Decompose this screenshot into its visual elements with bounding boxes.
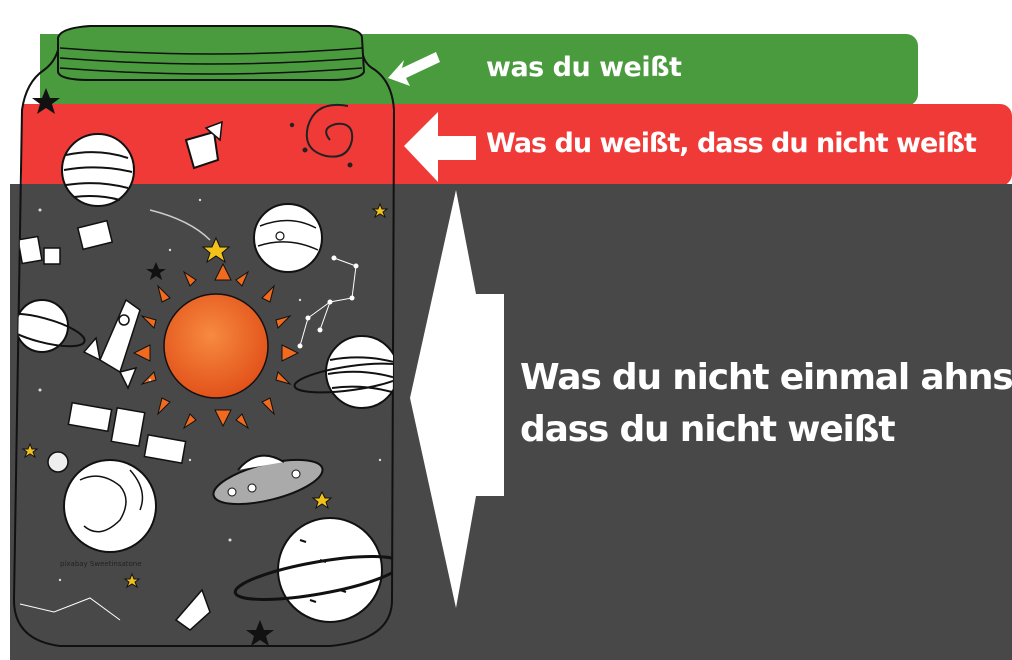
known-unknown-label: Was du weißt, dass du nicht weißt xyxy=(486,128,977,159)
jar-lid-icon xyxy=(57,25,366,81)
arrow-icon xyxy=(388,52,440,86)
star-icon xyxy=(32,88,274,646)
unknown-unknown-band xyxy=(10,184,1012,660)
planet-icon xyxy=(253,203,323,273)
rocket-launch-icon xyxy=(82,298,141,390)
small-rocket-icon xyxy=(174,588,211,631)
satellite-icon xyxy=(17,219,187,465)
galaxy-icon xyxy=(289,104,354,168)
rocket-icon xyxy=(184,120,223,170)
arrow-icon xyxy=(410,190,504,608)
constellation-icon xyxy=(297,255,359,349)
ufo-icon xyxy=(212,454,324,506)
known-label: was du weißt xyxy=(486,52,682,83)
bottom-constellation-icon xyxy=(19,597,121,621)
unknown-unknown-line-1: Was du nicht einmal ahnst, xyxy=(520,357,1012,398)
unknown-unknown-line-2: dass du nicht weißt xyxy=(520,409,896,450)
moon-icon xyxy=(47,451,69,473)
big-ringed-planet-icon xyxy=(233,517,394,623)
comet-trail-icon xyxy=(149,209,211,241)
striped-planet-icon xyxy=(61,133,135,207)
saturn-icon xyxy=(293,335,394,409)
map-planet-icon xyxy=(63,459,157,553)
stardust-icon xyxy=(38,198,382,582)
ringed-planet-icon xyxy=(14,299,86,353)
sun-icon xyxy=(132,262,300,430)
yellow-star-icon xyxy=(21,202,389,589)
jar-icon xyxy=(12,39,396,647)
image-credit: pixabay Sweetinsatone xyxy=(60,560,142,568)
arrow-icon xyxy=(404,112,476,182)
unknown-unknown-label: Was du nicht einmal ahnst, dass du nicht… xyxy=(520,352,1012,456)
